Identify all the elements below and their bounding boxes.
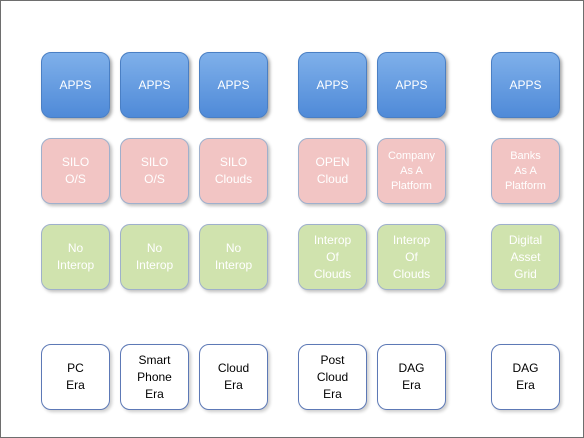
era-box-4: Post Cloud Era xyxy=(298,344,367,410)
interop-box-6: Digital Asset Grid xyxy=(491,224,560,290)
platform-box-4: OPEN Cloud xyxy=(298,138,367,204)
interop-box-5: Interop Of Clouds xyxy=(377,224,446,290)
era-box-2: Smart Phone Era xyxy=(120,344,189,410)
era-box-1: PC Era xyxy=(41,344,110,410)
era-box-5: DAG Era xyxy=(377,344,446,410)
platform-box-1: SILO O/S xyxy=(41,138,110,204)
interop-box-3: No Interop xyxy=(199,224,268,290)
era-box-3: Cloud Era xyxy=(199,344,268,410)
platform-box-5: Company As A Platform xyxy=(377,138,446,204)
apps-box-1: APPS xyxy=(41,52,110,118)
apps-box-2: APPS xyxy=(120,52,189,118)
era-box-6: DAG Era xyxy=(491,344,560,410)
apps-box-6: APPS xyxy=(491,52,560,118)
interop-box-2: No Interop xyxy=(120,224,189,290)
platform-box-3: SILO Clouds xyxy=(199,138,268,204)
interop-box-1: No Interop xyxy=(41,224,110,290)
apps-box-4: APPS xyxy=(298,52,367,118)
apps-box-3: APPS xyxy=(199,52,268,118)
interop-box-4: Interop Of Clouds xyxy=(298,224,367,290)
platform-box-2: SILO O/S xyxy=(120,138,189,204)
apps-box-5: APPS xyxy=(377,52,446,118)
platform-box-6: Banks As A Platform xyxy=(491,138,560,204)
